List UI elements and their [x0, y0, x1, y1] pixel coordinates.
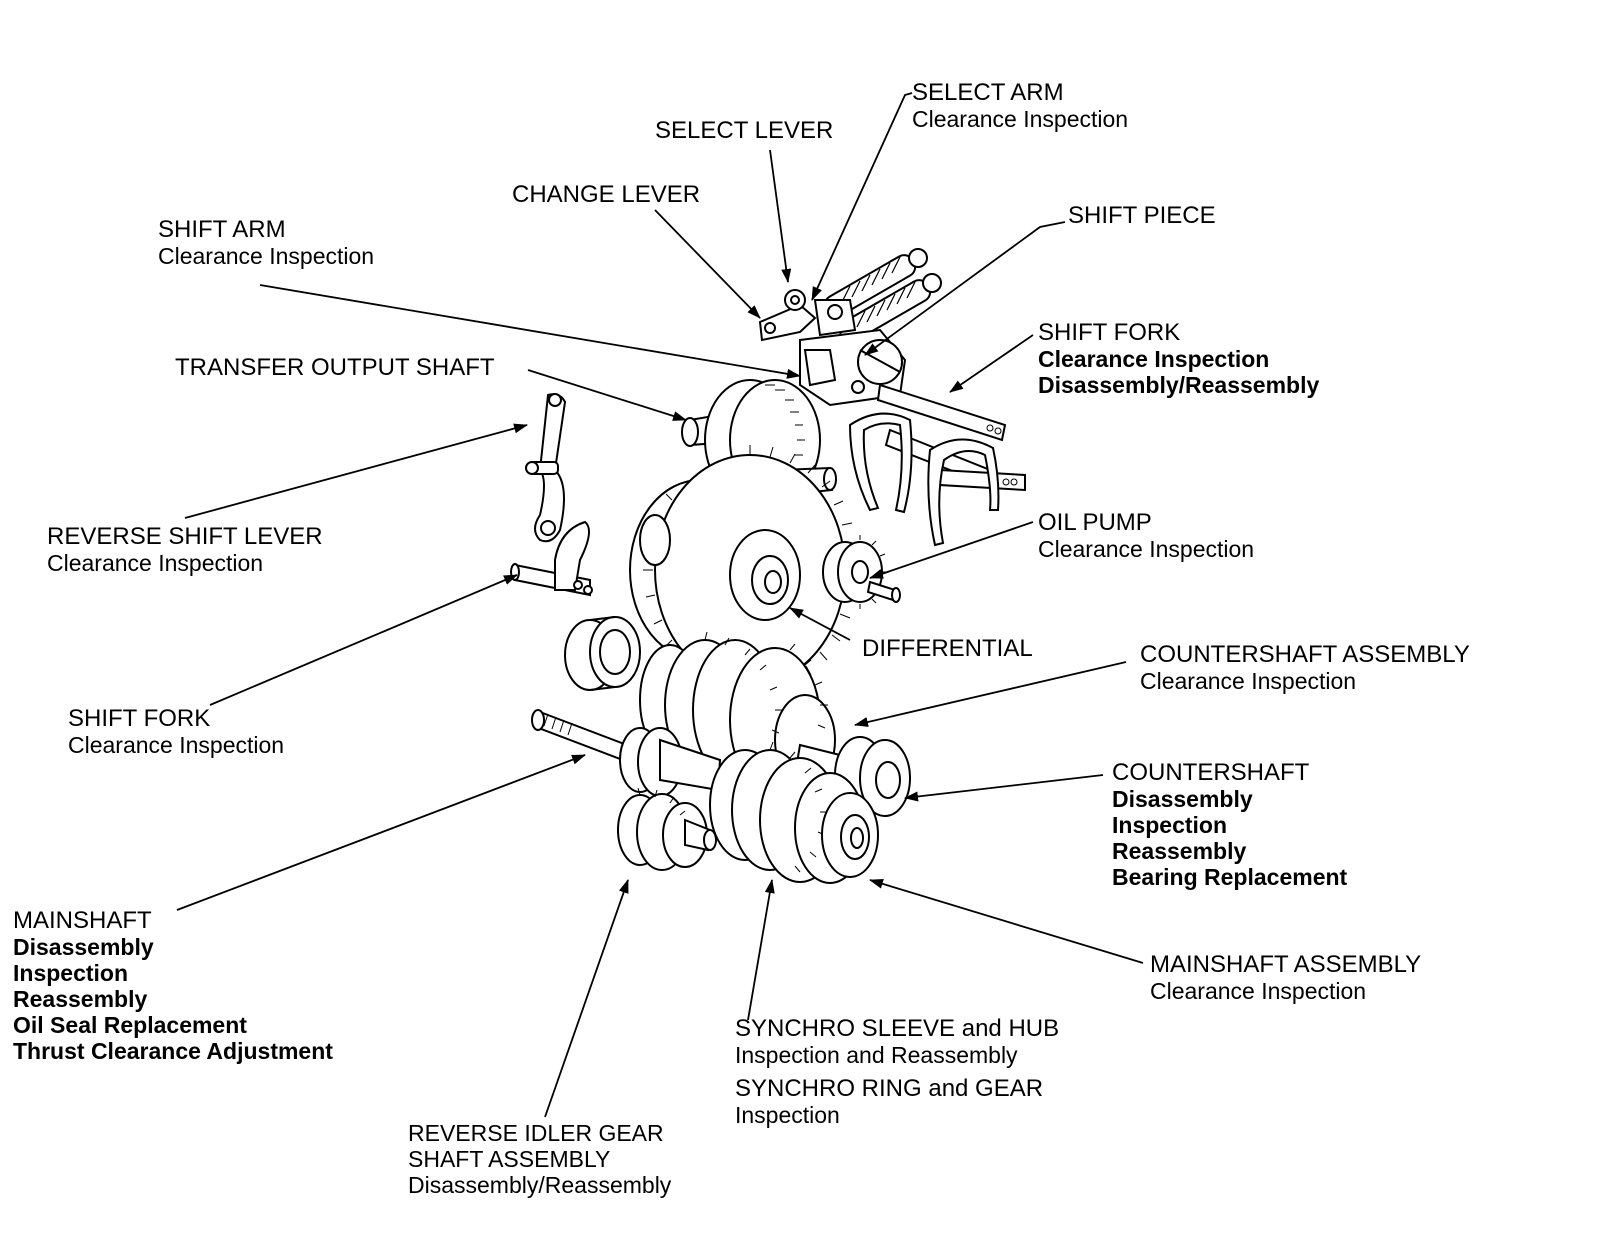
leader-shift-fork-top [949, 334, 1034, 393]
leader-transfer-output-shaft [527, 369, 687, 421]
label-sub: Thrust Clearance Adjustment [13, 1038, 333, 1064]
label-countershaft-assembly: COUNTERSHAFT ASSEMBLY Clearance Inspecti… [1140, 641, 1470, 695]
label-sub: Inspection [13, 960, 129, 986]
label-transfer-output-shaft: TRANSFER OUTPUT SHAFT [175, 355, 495, 381]
label-select-arm: SELECT ARM Clearance Inspection [912, 79, 1129, 133]
leader-differential [789, 607, 851, 641]
label-title: SHIFT FORK [68, 705, 211, 732]
reverse-shift-lever-drawing [525, 393, 567, 543]
label-reverse-idler-gear: REVERSE IDLER GEAR SHAFT ASSEMBLY Disass… [408, 1120, 671, 1198]
label-title: CHANGE LEVER [512, 181, 701, 208]
bearing-drawing [564, 616, 641, 691]
label-shift-arm: SHIFT ARM Clearance Inspection [158, 216, 375, 270]
label-sub: Clearance Inspection [912, 106, 1129, 132]
label-title: SHIFT FORK [1038, 319, 1181, 346]
label-shift-piece: SHIFT PIECE [1068, 203, 1216, 229]
label-sub: Disassembly/Reassembly [1038, 372, 1320, 398]
label-synchro-sleeve-hub: SYNCHRO SLEEVE and HUB Inspection and Re… [735, 1015, 1060, 1129]
label-title: REVERSE IDLER GEAR [408, 1120, 664, 1146]
leader-change-lever [654, 209, 761, 319]
label-select-lever: SELECT LEVER [655, 118, 833, 144]
label-sub: Reassembly [1112, 838, 1247, 864]
mainshaft-drawing [531, 709, 722, 797]
label-title: COUNTERSHAFT [1112, 759, 1310, 786]
leader-mainshaft-assembly [869, 878, 1144, 964]
label-sub: Clearance Inspection [158, 243, 375, 269]
label-sub: Clearance Inspection [47, 550, 264, 576]
leader-reverse-idler-gear [544, 879, 629, 1118]
label-title: SYNCHRO SLEEVE and HUB [735, 1015, 1060, 1042]
label-title: SELECT ARM [912, 79, 1064, 106]
leader-countershaft-assembly [854, 661, 1127, 727]
label-mainshaft-assembly: MAINSHAFT ASSEMBLY Clearance Inspection [1150, 951, 1422, 1005]
label-sub: Clearance Inspection [1038, 536, 1255, 562]
label-sub: Oil Seal Replacement [13, 1012, 247, 1038]
label-mainshaft: MAINSHAFT Disassembly Inspection Reassem… [13, 907, 333, 1065]
label-differential: DIFFERENTIAL [862, 636, 1033, 662]
label-sub: Inspection [1112, 812, 1228, 838]
label-oil-pump: OIL PUMP Clearance Inspection [1038, 509, 1255, 563]
mainshaft-assembly-drawing [617, 741, 879, 884]
label-title: SHIFT PIECE [1068, 202, 1216, 229]
label-title: SELECT LEVER [655, 117, 834, 144]
label-sub: Disassembly/Reassembly [408, 1172, 672, 1198]
label-title: TRANSFER OUTPUT SHAFT [175, 354, 495, 381]
leader-shift-piece [864, 221, 1066, 356]
leader-shift-fork-left [209, 574, 518, 706]
label-title: MAINSHAFT ASSEMBLY [1150, 951, 1422, 978]
shift-fork-assembly-drawing [758, 248, 1026, 547]
leader-mainshaft [176, 754, 586, 911]
label-sub: Inspection and Reassembly [735, 1042, 1018, 1068]
label-title: MAINSHAFT [13, 907, 152, 934]
label-title: COUNTERSHAFT ASSEMBLY [1140, 641, 1470, 668]
label-sub: Disassembly [13, 934, 154, 960]
leader-select-arm [811, 92, 913, 301]
label-sub: Inspection [735, 1102, 840, 1128]
label-sub: SHAFT ASSEMBLY [408, 1146, 611, 1172]
label-title: REVERSE SHIFT LEVER [47, 523, 323, 550]
leader-oil-pump [869, 521, 1034, 579]
label-reverse-shift-lever: REVERSE SHIFT LEVER Clearance Inspection [47, 523, 323, 577]
label-countershaft: COUNTERSHAFT Disassembly Inspection Reas… [1112, 759, 1348, 891]
label-title: SYNCHRO RING and GEAR [735, 1075, 1044, 1102]
leader-reverse-shift-lever [184, 423, 528, 519]
leader-select-lever [769, 149, 792, 283]
label-sub: Clearance Inspection [1150, 978, 1367, 1004]
label-sub: Disassembly [1112, 786, 1253, 812]
label-sub: Clearance Inspection [68, 732, 285, 758]
label-sub: Clearance Inspection [1038, 346, 1270, 372]
leader-countershaft [904, 774, 1104, 802]
label-sub: Clearance Inspection [1140, 668, 1357, 694]
label-sub: Reassembly [13, 986, 148, 1012]
leader-synchro [747, 879, 775, 1021]
label-shift-fork-left: SHIFT FORK Clearance Inspection [68, 705, 285, 759]
label-title: SHIFT ARM [158, 216, 286, 243]
leader-shift-arm [259, 284, 801, 379]
label-change-lever: CHANGE LEVER [512, 182, 700, 208]
label-shift-fork-top: SHIFT FORK Clearance Inspection Disassem… [1038, 319, 1320, 399]
label-title: DIFFERENTIAL [862, 635, 1033, 662]
label-title: OIL PUMP [1038, 509, 1152, 536]
label-sub: Bearing Replacement [1112, 864, 1348, 890]
leader-lines [176, 92, 1144, 1118]
